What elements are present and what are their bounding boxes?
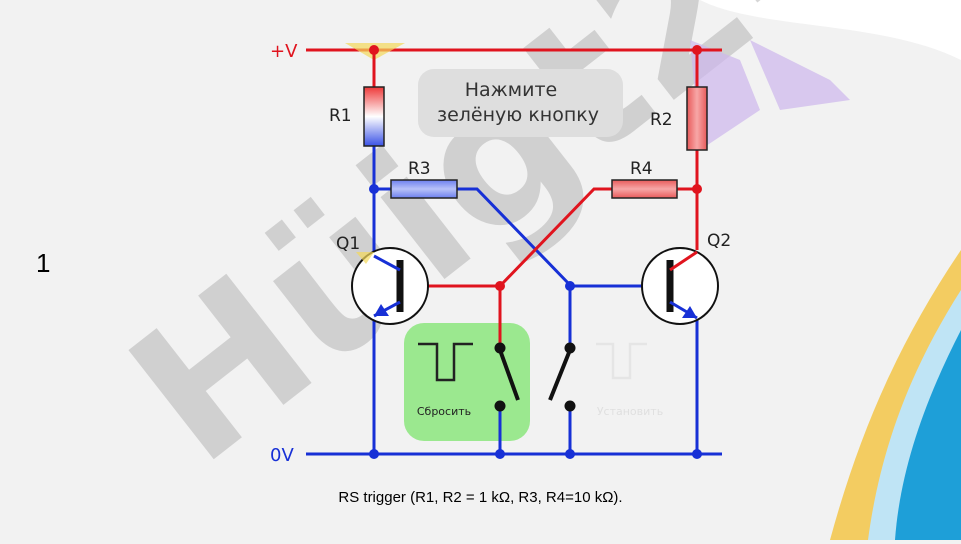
junction-dot: [495, 281, 505, 291]
reset-switch-lever: [498, 349, 520, 401]
set-switch-lever: [548, 349, 572, 401]
wire-r4-to-q1-base: [498, 187, 612, 288]
reset-button-label: Сбросить: [417, 405, 471, 418]
resistor-r2-label: R2: [650, 110, 673, 130]
resistor-r2: [686, 86, 708, 151]
wire-r3-to-q2-base: [457, 187, 572, 287]
set-pulse-icon: [596, 342, 647, 380]
transistor-q2-label: Q2: [707, 231, 731, 251]
slide-number: 1: [36, 248, 51, 278]
reset-switch-contact-top: [494, 342, 506, 354]
transistor-q1-label: Q1: [336, 234, 360, 254]
set-button[interactable]: Установить: [596, 342, 663, 418]
slide-caption: RS trigger (R1, R2 = 1 kΩ, R3, R4=10 kΩ)…: [338, 489, 623, 506]
reset-switch-contact-bottom: [494, 400, 506, 412]
reset-pulse-icon: [418, 342, 473, 382]
watermark-purple-shape-2: [750, 40, 850, 110]
set-switch-contact-bottom: [564, 400, 576, 412]
junction-dot: [369, 184, 379, 194]
q1-highlight: [356, 252, 374, 264]
set-switch-contact-top: [564, 342, 576, 354]
set-button-label: Установить: [597, 405, 663, 418]
junction-dot: [565, 449, 575, 459]
junction-dot: [692, 45, 702, 55]
resistor-r3-label: R3: [408, 159, 431, 179]
hint-text-line1: Нажмите: [465, 79, 558, 101]
resistor-r1-label: R1: [329, 106, 352, 126]
hint-box: [418, 69, 623, 137]
decor-blue-swoosh: [895, 330, 961, 540]
resistor-r4: [611, 179, 678, 199]
transistor-q1: [351, 247, 429, 325]
transistor-q2: [641, 247, 719, 325]
junction-dot: [692, 184, 702, 194]
hint-text-line2: зелёную кнопку: [437, 104, 599, 126]
junction-dot: [565, 281, 575, 291]
resistor-r4-label: R4: [630, 159, 653, 179]
resistor-r3: [390, 179, 458, 199]
junction-dot: [692, 449, 702, 459]
junction-dot: [369, 449, 379, 459]
ground-label: 0V: [270, 445, 294, 466]
junction-dot: [369, 45, 379, 55]
supply-label: +V: [270, 41, 298, 62]
decor-top-swoosh: [700, 0, 961, 60]
resistor-r1: [363, 86, 385, 147]
junction-dot: [495, 449, 505, 459]
